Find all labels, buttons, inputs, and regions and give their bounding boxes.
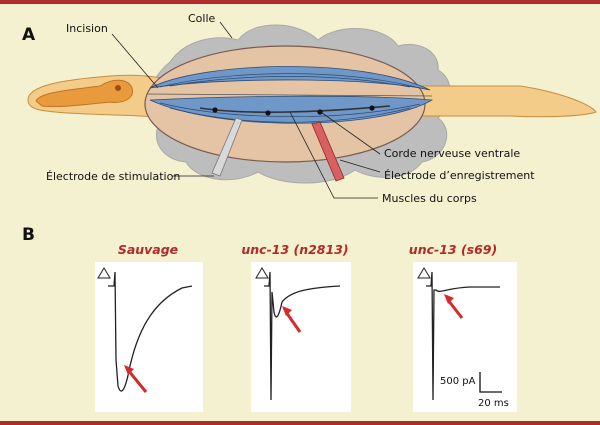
incision-line — [147, 93, 433, 97]
red-arrow — [126, 369, 148, 393]
trace-n2813 — [255, 267, 341, 401]
upper-muscle-band — [149, 66, 431, 91]
red-arrow — [284, 311, 302, 333]
lower-muscle-band — [149, 95, 434, 124]
trace-box-s69 — [413, 262, 517, 412]
trace-s69 — [417, 267, 500, 401]
trace-title-sauvage: Sauvage — [118, 242, 178, 257]
worm-illustration — [27, 24, 597, 184]
trace-sauvage — [97, 267, 193, 393]
scale-bar-current: 500 pA — [440, 376, 476, 387]
current-trace — [264, 271, 341, 401]
pharynx-bulb — [115, 85, 121, 91]
panel-a-leaders — [111, 21, 381, 199]
trace-title-unc13-s69: unc-13 (s69) — [409, 242, 497, 257]
neuron-body — [212, 107, 218, 113]
red-arrowhead — [444, 294, 454, 304]
neuron-body — [369, 105, 375, 111]
recording-electrode — [311, 121, 345, 182]
current-trace — [108, 271, 193, 392]
trace-box-n2813 — [251, 262, 351, 412]
label-electrode-stimulation: Électrode de stimulation — [46, 170, 180, 183]
panel-letter-b: B — [22, 225, 35, 245]
scale-bar: 500 pA 20 ms — [440, 372, 509, 409]
scale-bar-time: 20 ms — [478, 398, 509, 409]
bottom-border — [0, 421, 600, 425]
trace-title-unc13-n2813: unc-13 (n2813) — [241, 242, 348, 257]
red-arrowhead — [124, 365, 134, 375]
label-colle: Colle — [188, 12, 216, 25]
red-arrow — [446, 299, 464, 319]
neuron-body — [265, 110, 271, 116]
panel-letter-a: A — [22, 25, 36, 45]
label-incision: Incision — [66, 22, 108, 35]
trace-box-sauvage — [95, 262, 203, 412]
label-electrode-enregistrement: Électrode d’enregistrement — [384, 169, 535, 182]
current-trace — [426, 271, 500, 401]
worm-head-pharynx — [35, 79, 133, 108]
label-corde-nerveuse-ventrale: Corde nerveuse ventrale — [384, 147, 520, 160]
label-muscles-du-corps: Muscles du corps — [382, 192, 477, 205]
red-arrowhead — [282, 306, 292, 316]
top-border — [0, 0, 600, 4]
stimulation-electrode — [211, 117, 243, 177]
